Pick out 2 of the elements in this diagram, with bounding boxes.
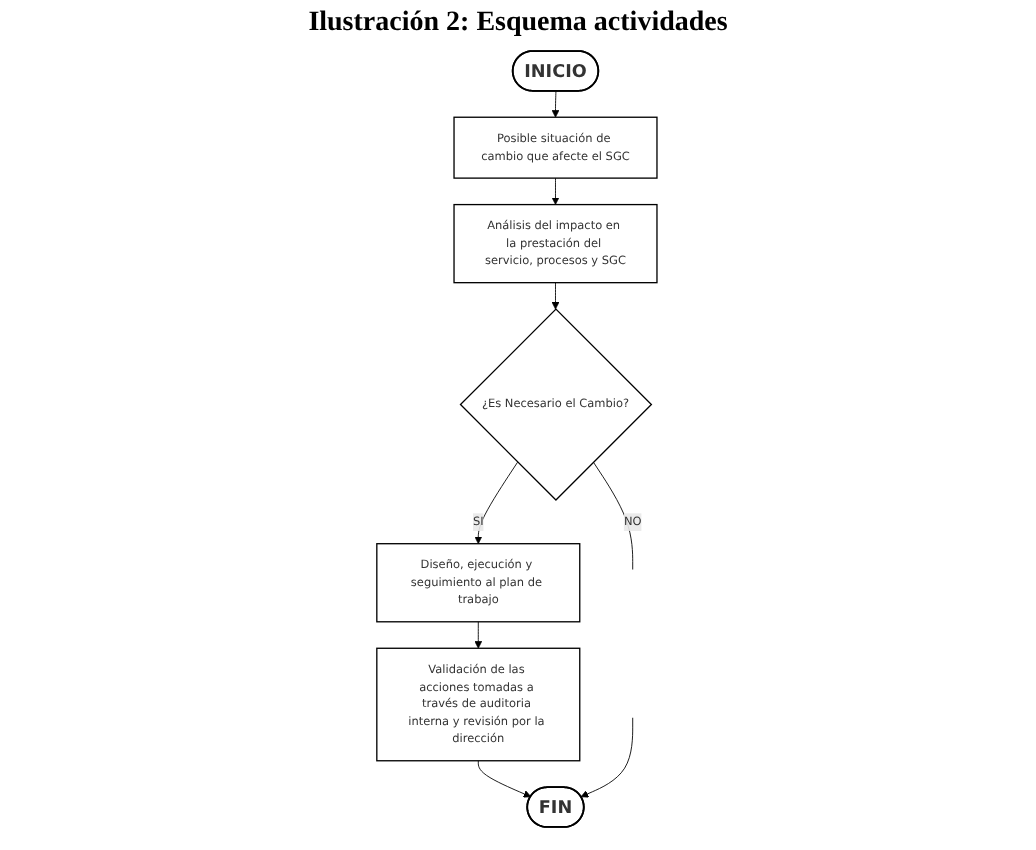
diagram-title: Ilustración 2: Esquema actividades bbox=[306, 8, 730, 40]
connector bbox=[592, 461, 634, 570]
